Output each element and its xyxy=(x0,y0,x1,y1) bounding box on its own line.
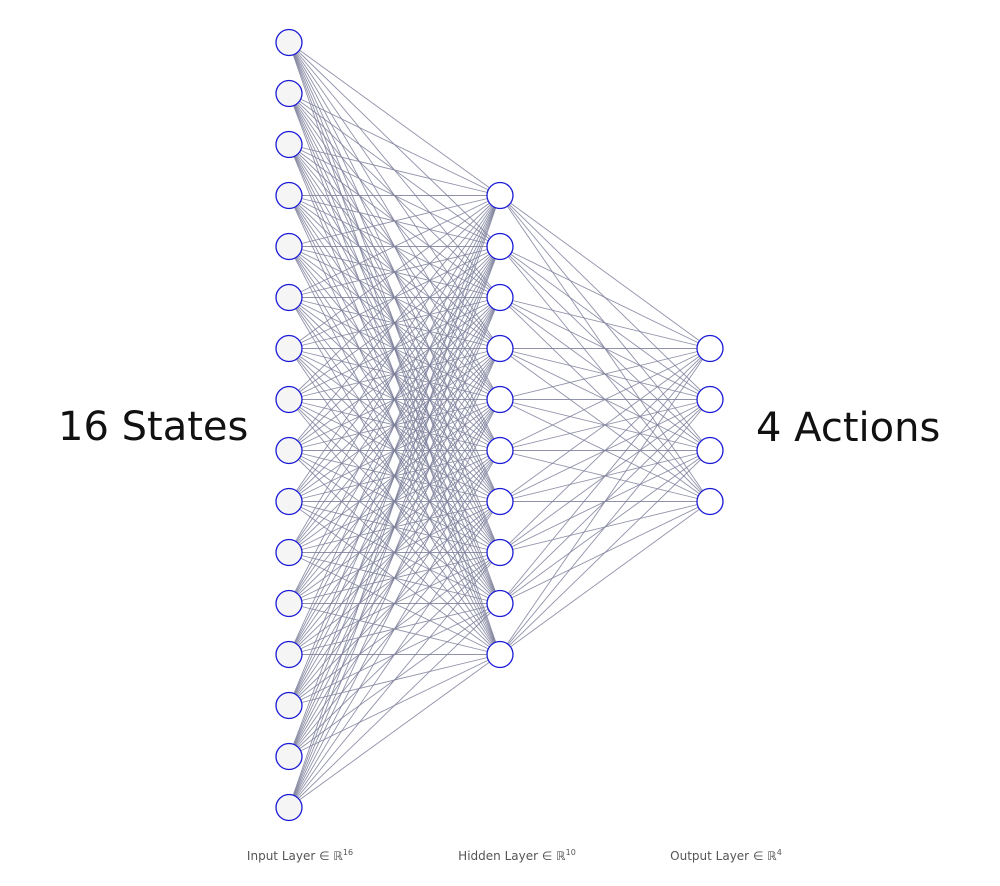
input-neuron xyxy=(275,487,303,516)
input-neuron xyxy=(275,130,303,159)
input-neuron xyxy=(275,640,303,669)
connection-edge xyxy=(288,144,501,196)
output-neuron xyxy=(696,487,724,516)
input-neuron xyxy=(275,232,303,261)
input-neuron xyxy=(275,79,303,108)
output-layer-dimension: 4 xyxy=(776,848,782,857)
input-states-label: 16 States xyxy=(58,404,249,450)
connection-edge xyxy=(288,348,501,808)
input-layer-caption: Input Layer ∈ ℝ16 xyxy=(246,848,354,863)
connection-edge xyxy=(288,399,501,808)
connection-edge xyxy=(499,195,711,349)
hidden-neuron xyxy=(486,640,514,669)
connection-edge xyxy=(288,246,501,808)
connection-edge xyxy=(288,195,501,757)
connection-edge xyxy=(499,348,711,604)
connection-edge xyxy=(499,348,711,655)
connection-edge xyxy=(499,399,711,655)
hidden-layer-dimension: 10 xyxy=(565,848,576,857)
input-neuron xyxy=(275,742,303,771)
hidden-neuron xyxy=(486,487,514,516)
input-neuron xyxy=(275,436,303,465)
hidden-layer-symbol: ∈ ℝ xyxy=(541,849,566,863)
output-neuron xyxy=(696,385,724,414)
input-layer-dimension: 16 xyxy=(342,848,354,857)
input-neuron xyxy=(275,793,303,822)
connection-edge xyxy=(288,195,501,604)
hidden-neuron xyxy=(486,589,514,618)
input-neuron xyxy=(275,691,303,720)
output-neuron xyxy=(696,436,724,465)
connection-edge xyxy=(288,195,501,349)
connection-edge xyxy=(288,195,501,502)
connection-edge xyxy=(288,195,501,451)
hidden-neuron xyxy=(486,283,514,312)
input-neuron xyxy=(275,283,303,312)
connection-edge xyxy=(499,348,711,400)
input-neuron xyxy=(275,181,303,210)
connection-edge xyxy=(499,348,711,502)
hidden-neuron xyxy=(486,334,514,363)
hidden-layer-caption: Hidden Layer ∈ ℝ10 xyxy=(458,848,576,863)
connection-edge xyxy=(288,195,501,247)
hidden-neuron xyxy=(486,385,514,414)
connection-edge xyxy=(288,603,501,808)
hidden-neuron xyxy=(486,181,514,210)
connection-edge xyxy=(288,501,501,808)
input-neuron xyxy=(275,385,303,414)
output-layer-caption: Output Layer ∈ ℝ4 xyxy=(670,848,782,863)
input-neuron xyxy=(275,589,303,618)
connection-edge xyxy=(499,348,711,451)
input-neuron xyxy=(275,28,303,57)
connection-edge xyxy=(288,195,501,706)
connection-edges xyxy=(288,42,711,808)
connection-edge xyxy=(288,654,501,808)
connection-edge xyxy=(288,195,501,400)
connection-edge xyxy=(288,552,501,808)
connection-edge xyxy=(288,297,501,808)
connection-edge xyxy=(288,195,501,808)
connection-edge xyxy=(499,348,711,553)
input-layer-symbol: ∈ ℝ xyxy=(319,849,343,863)
connection-edge xyxy=(288,195,501,298)
connection-edge xyxy=(499,450,711,655)
hidden-neuron xyxy=(486,232,514,261)
output-layer-name: Output Layer xyxy=(670,849,750,863)
connection-edge xyxy=(499,501,711,655)
connection-edge xyxy=(288,195,501,655)
output-neuron xyxy=(696,334,724,363)
connection-edge xyxy=(499,297,711,349)
output-layer-symbol: ∈ ℝ xyxy=(752,849,777,863)
neuron-nodes xyxy=(275,28,724,822)
connection-edge xyxy=(288,450,501,808)
input-layer-name: Input Layer xyxy=(246,849,316,863)
connection-edge xyxy=(499,246,711,349)
connection-edge xyxy=(288,42,501,196)
input-neuron xyxy=(275,334,303,363)
hidden-neuron xyxy=(486,436,514,465)
hidden-layer-name: Hidden Layer xyxy=(458,849,539,863)
hidden-neuron xyxy=(486,538,514,567)
output-actions-label: 4 Actions xyxy=(756,405,941,451)
connection-edge xyxy=(288,93,501,196)
input-neuron xyxy=(275,538,303,567)
connection-edge xyxy=(288,195,501,553)
